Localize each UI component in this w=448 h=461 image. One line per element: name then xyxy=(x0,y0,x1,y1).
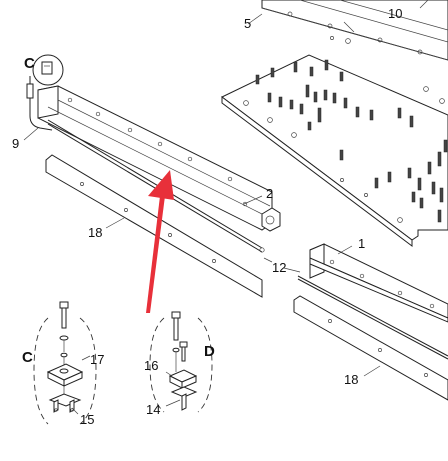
part-label-9: 9 xyxy=(12,136,19,151)
plate-holes xyxy=(243,36,445,223)
top-rail xyxy=(261,0,448,61)
part-label-2: 2 xyxy=(266,186,273,201)
right-rod xyxy=(297,275,448,360)
plate-pins xyxy=(255,59,448,223)
detail-c-label: C xyxy=(22,349,33,366)
part-label-18-right: 18 xyxy=(344,372,358,387)
part-label-18-left: 18 xyxy=(88,225,102,240)
detail-c-top-label: C xyxy=(24,55,35,72)
cable xyxy=(26,76,53,131)
highlight-arrow xyxy=(146,170,174,313)
part-label-12: 12 xyxy=(272,260,286,275)
detail-d xyxy=(149,311,213,413)
detail-d-label: D xyxy=(204,343,215,360)
part-label-1: 1 xyxy=(358,236,365,251)
left-strip xyxy=(45,154,263,298)
left-rail xyxy=(37,85,281,232)
part-label-15: 15 xyxy=(80,412,94,427)
part-label-16: 16 xyxy=(144,358,158,373)
detail-c xyxy=(33,301,97,425)
part-label-14: 14 xyxy=(146,402,160,417)
pin-plate xyxy=(221,36,448,248)
right-strip xyxy=(293,295,448,401)
part-label-10: 10 xyxy=(388,6,402,21)
part-label-17: 17 xyxy=(90,352,104,367)
right-rail xyxy=(309,243,448,323)
part-label-5: 5 xyxy=(244,16,251,31)
detail-c-callout: C xyxy=(24,54,64,86)
leader-lines xyxy=(23,13,381,377)
